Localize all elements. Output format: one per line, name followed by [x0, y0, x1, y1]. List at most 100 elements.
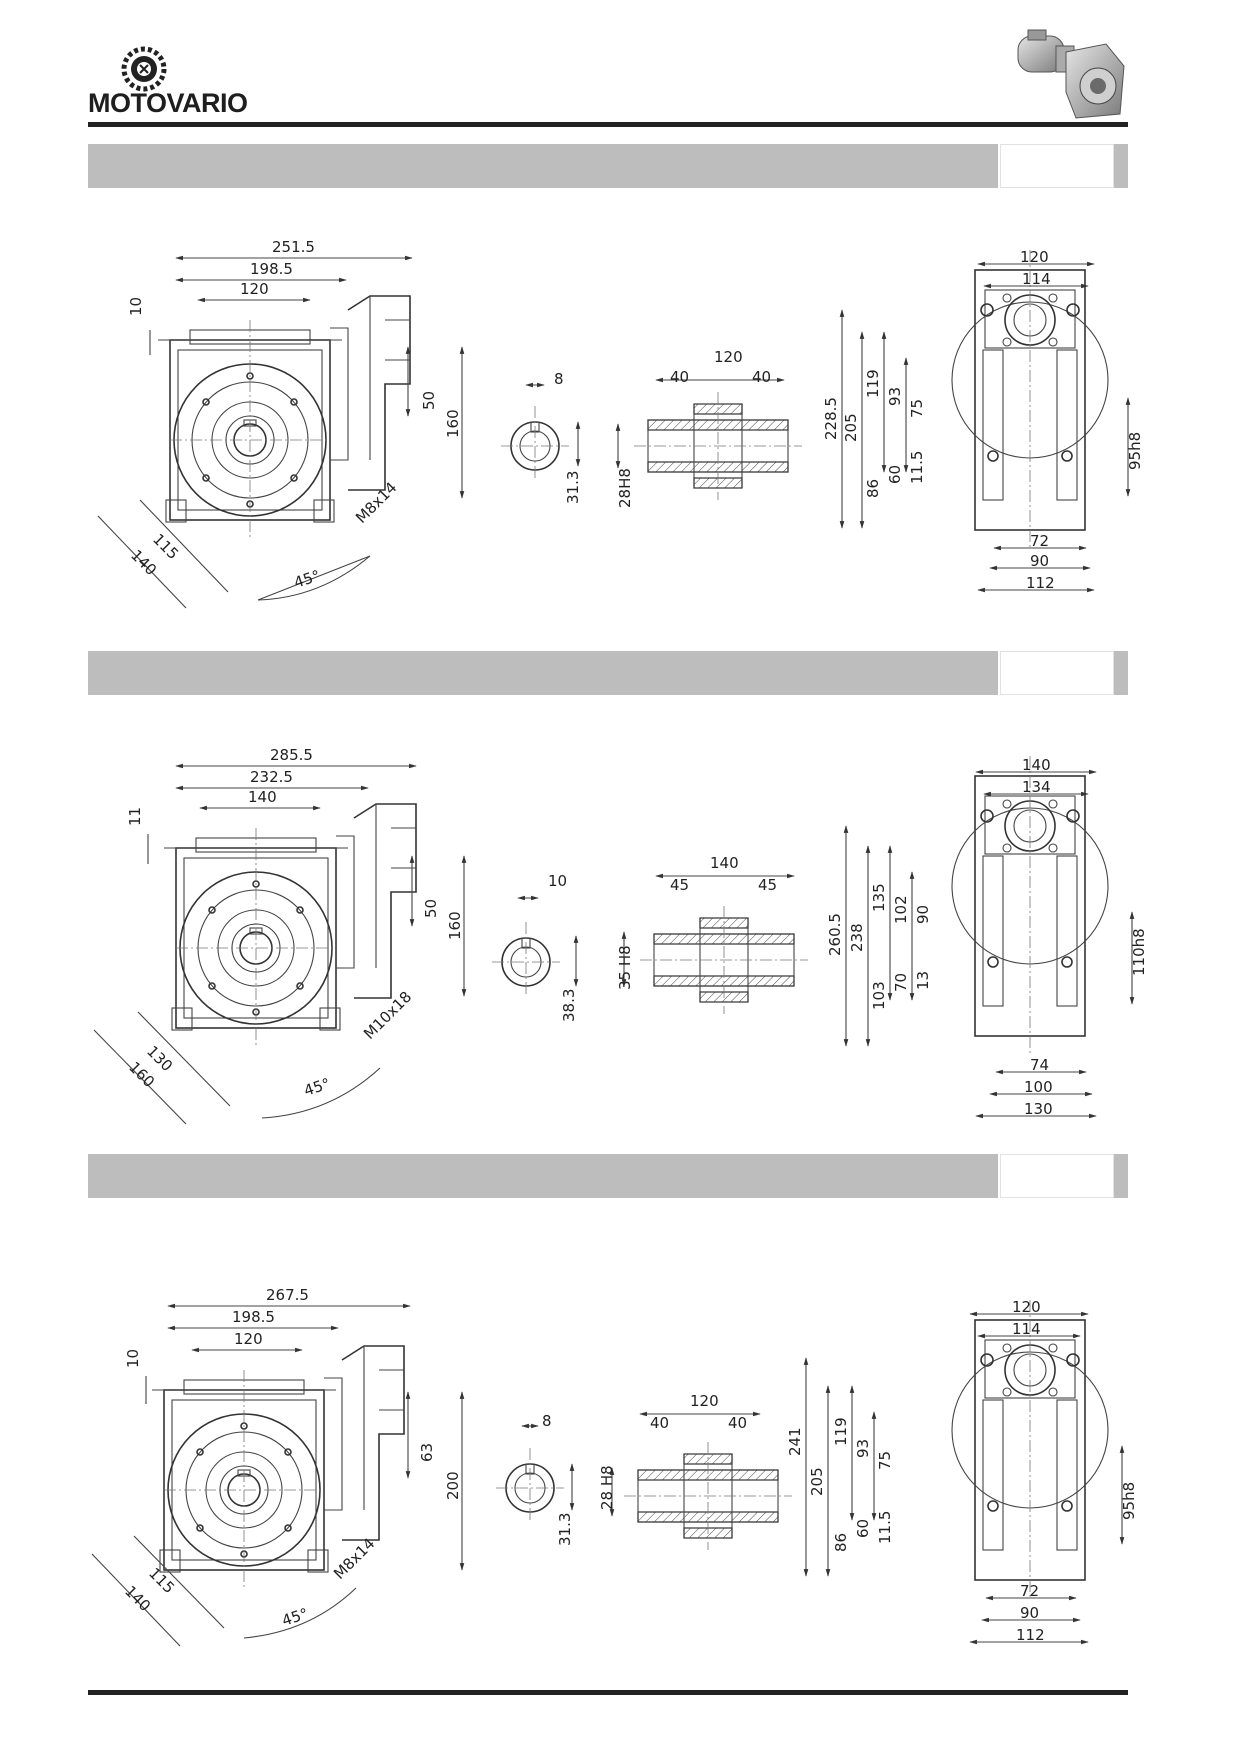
s3-h7: 86: [832, 1533, 850, 1552]
s2-body-width: 232.5: [250, 768, 293, 786]
s2-h5: 70: [892, 973, 910, 992]
s1-body-width: 198.5: [250, 260, 293, 278]
s2-h1: 238: [848, 923, 866, 952]
section-band-3-end: [1114, 1154, 1128, 1198]
s2-width-outer: 140: [1022, 756, 1051, 774]
s2-top-offset: 11: [126, 807, 144, 826]
s1-base2: 90: [1030, 552, 1049, 570]
s3-key-height: 31.3: [556, 1513, 574, 1546]
s3-shaft-length: 120: [690, 1392, 719, 1410]
s1-shaft-length: 120: [714, 348, 743, 366]
s3-total-height: 200: [444, 1471, 462, 1500]
s3-dim-a: 115: [145, 1564, 178, 1597]
s3-thread: M8x14: [330, 1534, 378, 1582]
s2-base2: 100: [1024, 1078, 1053, 1096]
s3-bore: 28 H8: [598, 1465, 616, 1510]
s1-h5: 60: [886, 465, 904, 484]
s1-width-outer: 120: [1020, 248, 1049, 266]
s2-shaft-length: 140: [710, 854, 739, 872]
section-3-drawings: [91, 1299, 1125, 1647]
s1-width-inner: 114: [1022, 270, 1051, 288]
s3-flange-height: 63: [418, 1443, 436, 1462]
section-band-2-end: [1114, 651, 1128, 695]
s2-overall-width: 285.5: [270, 746, 313, 764]
section-band-1-box: [1000, 144, 1114, 188]
s3-h2: 119: [832, 1417, 850, 1446]
s3-dim-b: 140: [121, 1582, 154, 1615]
s1-flange-height: 50: [420, 391, 438, 410]
s3-pilot: 95h8: [1120, 1482, 1138, 1520]
s2-pilot: 110h8: [1130, 928, 1148, 976]
s3-top-offset: 10: [124, 1349, 142, 1368]
s3-key-width: 8: [542, 1412, 552, 1430]
s1-overall-width: 251.5: [272, 238, 315, 256]
header-rule: [88, 122, 1128, 127]
s1-top-offset: 10: [127, 297, 145, 316]
s1-h2: 119: [864, 369, 882, 398]
s2-h4: 90: [914, 905, 932, 924]
s1-height-total: 228.5: [822, 397, 840, 440]
s3-shaft-right: 40: [728, 1414, 747, 1432]
s1-shaft-right: 40: [752, 368, 771, 386]
section-band-2-box: [1000, 651, 1114, 695]
logo-emblem-icon: [121, 46, 167, 92]
s2-h3: 102: [892, 895, 910, 924]
s3-base1: 72: [1020, 1582, 1039, 1600]
s1-pilot: 95h8: [1126, 432, 1144, 470]
section-band-1-end: [1114, 144, 1128, 188]
s2-base3: 130: [1024, 1100, 1053, 1118]
s3-width-inner: 114: [1012, 1320, 1041, 1338]
s3-overall-width: 267.5: [266, 1286, 309, 1304]
s2-base1: 74: [1030, 1056, 1049, 1074]
s3-height-total: 241: [786, 1427, 804, 1456]
s1-shaft-left: 40: [670, 368, 689, 386]
section-1-drawings: [97, 249, 1131, 609]
s1-base1: 72: [1030, 532, 1049, 550]
s2-thread: M10x18: [360, 988, 415, 1043]
section-band-2: [88, 651, 998, 695]
s2-h2: 135: [870, 883, 888, 912]
s2-total-height: 160: [446, 911, 464, 940]
s1-dim-a: 115: [149, 530, 182, 563]
s1-thread: M8x14: [352, 478, 400, 526]
s2-shaft-right: 45: [758, 876, 777, 894]
s3-shaft-left: 40: [650, 1414, 669, 1432]
s3-base2: 90: [1020, 1604, 1039, 1622]
s2-bore: 35 H8: [616, 945, 634, 990]
section-2-drawings: [93, 755, 1135, 1125]
s3-body-width: 198.5: [232, 1308, 275, 1326]
s1-h6: 11.5: [908, 451, 926, 484]
s1-h3: 93: [886, 387, 904, 406]
s3-base3: 112: [1016, 1626, 1045, 1644]
footer-rule: [88, 1690, 1128, 1695]
s1-key-height: 31.3: [564, 471, 582, 504]
s2-h6: 13: [914, 971, 932, 990]
s3-width-outer: 120: [1012, 1298, 1041, 1316]
s1-base3: 112: [1026, 574, 1055, 592]
s3-h3: 93: [854, 1439, 872, 1458]
s1-h7: 86: [864, 479, 882, 498]
s1-h1: 205: [842, 413, 860, 442]
s3-h4: 75: [876, 1451, 894, 1470]
s2-height-total: 260.5: [826, 913, 844, 956]
s3-foot-spacing: 120: [234, 1330, 263, 1348]
s3-h5: 60: [854, 1519, 872, 1538]
s2-foot-spacing: 140: [248, 788, 277, 806]
section-band-1: [88, 144, 998, 188]
section-band-3-box: [1000, 1154, 1114, 1198]
brand-logo: [85, 42, 265, 124]
s2-h7: 103: [870, 981, 888, 1010]
s1-bore: 28H8: [616, 468, 634, 508]
s1-h4: 75: [908, 399, 926, 418]
section-band-3: [88, 1154, 998, 1198]
s2-key-height: 38.3: [560, 989, 578, 1022]
gearmotor-photo: [1010, 22, 1130, 122]
s2-key-width: 10: [548, 872, 567, 890]
s2-shaft-left: 45: [670, 876, 689, 894]
s2-flange-height: 50: [422, 899, 440, 918]
s2-width-inner: 134: [1022, 778, 1051, 796]
s3-h1: 205: [808, 1467, 826, 1496]
s3-h6: 11.5: [876, 1511, 894, 1544]
s1-key-width: 8: [554, 370, 564, 388]
